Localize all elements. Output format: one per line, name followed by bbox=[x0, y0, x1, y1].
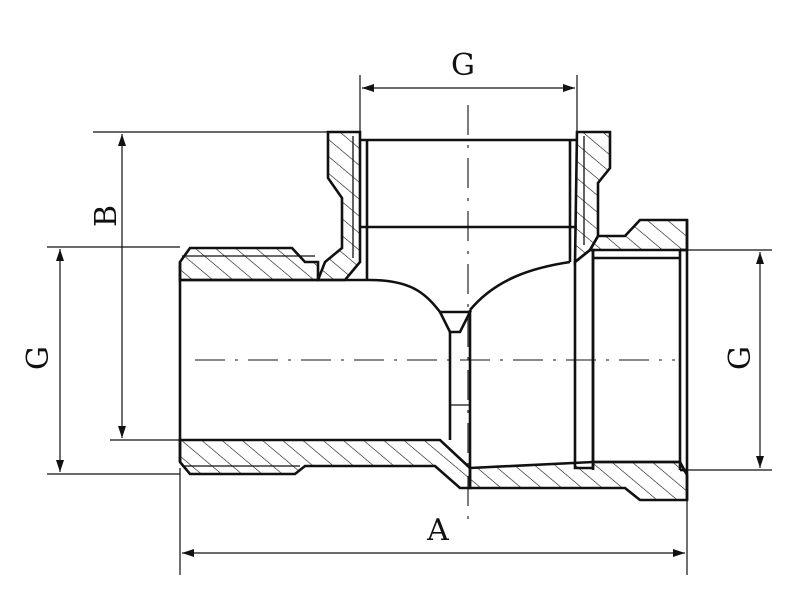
body-outlines bbox=[178, 138, 689, 500]
junction-curve-left bbox=[369, 278, 450, 323]
left-run-bottom-wall bbox=[178, 438, 472, 490]
left-run-top-wall bbox=[178, 246, 320, 282]
reducer-neck-top bbox=[437, 310, 473, 334]
center-lines bbox=[195, 105, 675, 525]
label-right-g: G bbox=[723, 346, 758, 370]
section-walls bbox=[178, 130, 689, 502]
dimension-lines bbox=[47, 75, 772, 575]
junction-curve-right bbox=[469, 260, 571, 311]
label-top-g: G bbox=[451, 48, 475, 83]
thread-lines bbox=[182, 136, 585, 467]
right-run-top-wall bbox=[587, 218, 689, 252]
label-left-g: G bbox=[21, 346, 56, 370]
dimension-labels: G B G G A bbox=[21, 48, 758, 548]
top-branch-left-wall bbox=[316, 130, 362, 282]
right-socket-inner-wall bbox=[573, 248, 595, 470]
label-a: A bbox=[426, 513, 449, 548]
label-b: B bbox=[89, 205, 124, 227]
